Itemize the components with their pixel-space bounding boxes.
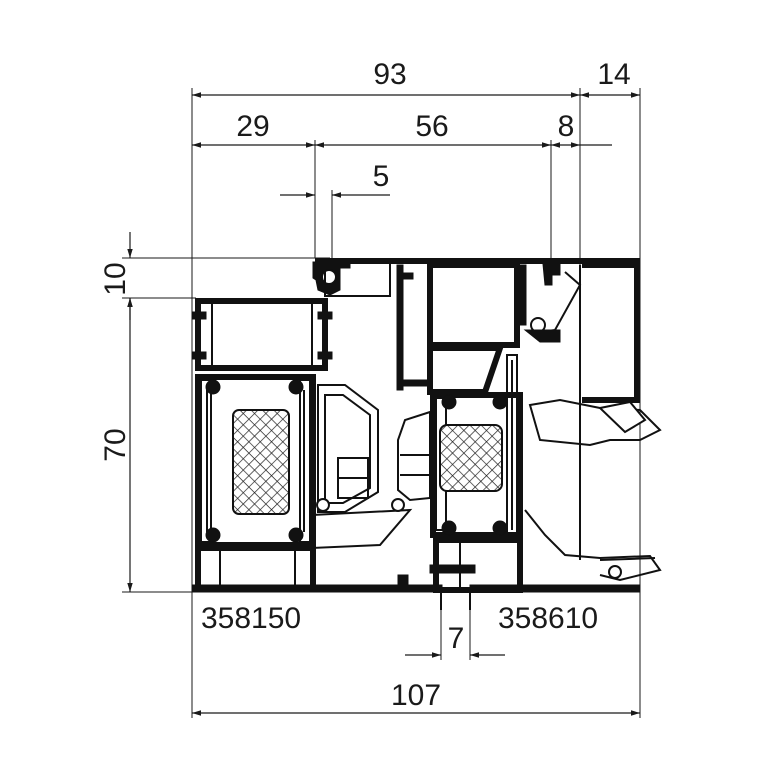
- left-profile: [191, 261, 443, 593]
- dim-5-text: 5: [373, 160, 390, 193]
- left-thermal-insulation: [232, 409, 290, 515]
- dim-29-text: 29: [236, 110, 269, 143]
- dim-8-text: 8: [558, 110, 575, 143]
- left-profile-code: 358150: [201, 602, 301, 635]
- right-thermal-insulation: [439, 424, 503, 492]
- dim-107-text: 107: [391, 679, 441, 712]
- dim-70-text: 70: [99, 428, 132, 461]
- dim-7-text: 7: [448, 622, 465, 655]
- dim-10-text: 10: [99, 262, 132, 295]
- dim-14-text: 14: [597, 58, 630, 91]
- right-profile: [391, 354, 641, 610]
- dimension-lines: [127, 92, 640, 716]
- dimension-texts: 93 14 29 56 8 5 10 70 7 107 358150 35861…: [99, 58, 631, 712]
- frame-profile: [315, 258, 662, 582]
- dim-56-text: 56: [415, 110, 448, 143]
- dim-93-text: 93: [373, 58, 406, 91]
- right-profile-code: 358610: [498, 602, 598, 635]
